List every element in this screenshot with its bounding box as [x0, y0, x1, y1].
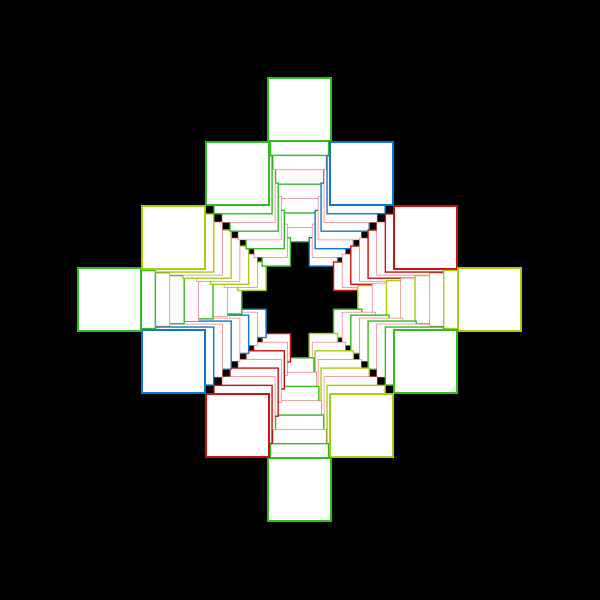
- column-lower-right: [332, 308, 458, 394]
- column-lower-left: [141, 308, 267, 394]
- column-bottom-front-cube: [267, 457, 332, 522]
- column-left: [77, 267, 243, 332]
- column-top-right-front-cube: [329, 141, 394, 206]
- column-top-left-front-cube: [205, 141, 270, 206]
- column-top-right: [308, 141, 394, 267]
- column-right-front-cube: [457, 267, 522, 332]
- column-left-front-cube: [77, 267, 142, 332]
- column-bottom: [267, 357, 332, 522]
- column-top-front-cube: [267, 77, 332, 142]
- column-upper-left-front-cube: [141, 205, 206, 270]
- column-bottom-right-front-cube: [329, 393, 394, 458]
- column-right: [357, 267, 522, 332]
- column-lower-left-front-cube: [141, 329, 206, 394]
- column-lower-right-front-cube: [393, 329, 458, 394]
- column-bottom-right: [308, 332, 394, 458]
- column-upper-left: [141, 205, 267, 292]
- column-upper-right: [332, 205, 458, 292]
- cube-columns: [77, 77, 522, 522]
- column-top: [267, 77, 332, 243]
- column-upper-right-front-cube: [393, 205, 458, 270]
- column-top-left: [205, 141, 292, 267]
- column-bottom-left-front-cube: [205, 393, 270, 458]
